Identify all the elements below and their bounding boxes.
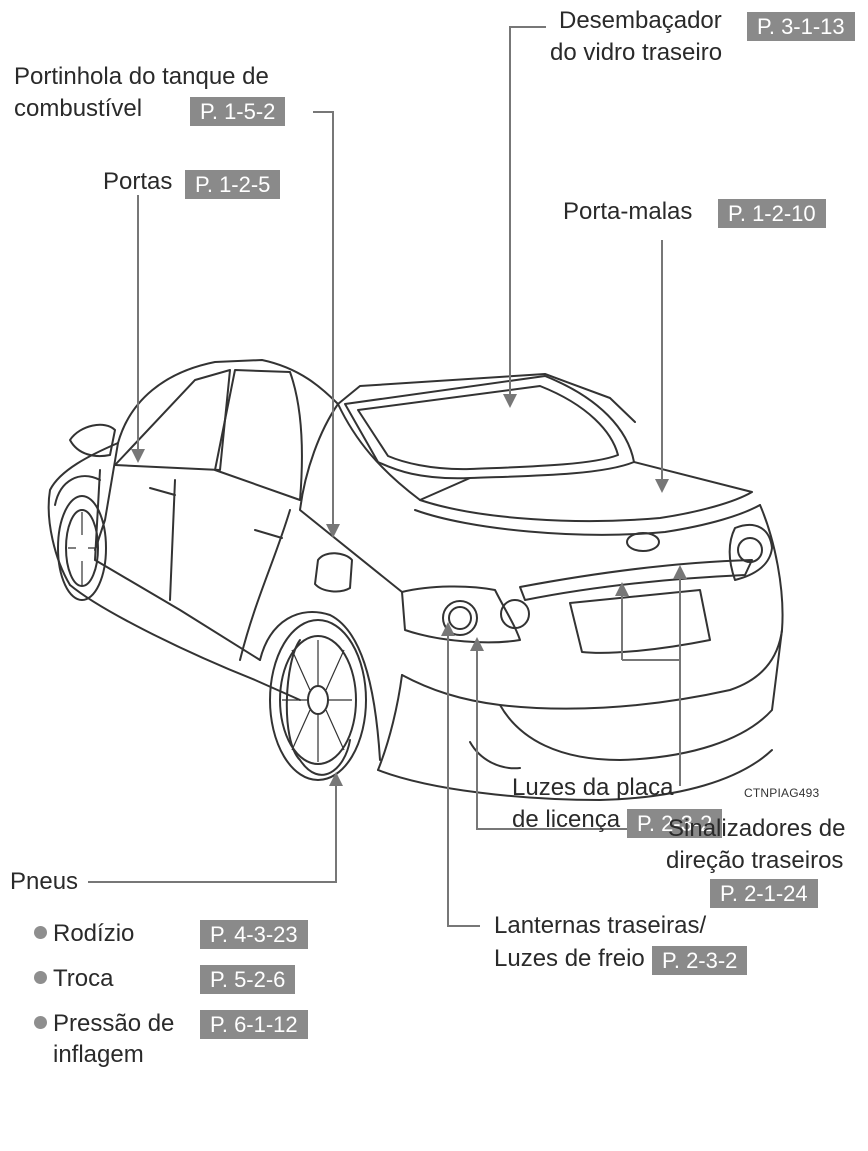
bullet-icon xyxy=(34,926,47,940)
tires-rotation-ref[interactable]: P. 4-3-23 xyxy=(200,920,308,949)
tires-change-ref[interactable]: P. 5-2-6 xyxy=(200,965,296,994)
rear-defogger-label-1: Desembaçador xyxy=(559,7,722,34)
tail-lights-label-1: Lanternas traseiras/ xyxy=(494,912,707,939)
license-lights-label-1: Luzes da placa xyxy=(512,774,674,801)
car-body xyxy=(47,359,784,801)
tires-item-pressure-line2: inflagem xyxy=(53,1041,144,1068)
bullet-icon xyxy=(34,971,47,985)
tail-lights-label-2: Luzes de freio xyxy=(494,945,645,972)
doors-ref[interactable]: P. 1-2-5 xyxy=(185,170,281,199)
tires-pressure-ref[interactable]: P. 6-1-12 xyxy=(200,1010,308,1039)
license-lights-label-2: de licença xyxy=(512,806,621,833)
turn-signals-ref[interactable]: P. 2-1-24 xyxy=(710,879,818,908)
license-lights-ref[interactable]: P. 2-3-2 xyxy=(627,809,723,838)
tires-item-label: Rodízio xyxy=(53,920,135,947)
arrowheads xyxy=(131,394,687,786)
fuel-door-ref[interactable]: P. 1-5-2 xyxy=(190,97,286,126)
fuel-door-label-1: Portinhola do tanque de xyxy=(14,63,269,90)
fuel-door-label-2: combustível xyxy=(14,95,143,122)
figure-code: CTNPIAG493 xyxy=(744,786,820,800)
doors-label: Portas xyxy=(103,168,173,195)
tires-item-label: Pressão de xyxy=(53,1010,175,1037)
tires-item-rotation: Rodízio xyxy=(34,919,134,949)
tires-label: Pneus xyxy=(10,868,79,895)
leader-lines xyxy=(88,26,681,927)
wheel-spokes xyxy=(68,512,352,762)
trunk-ref[interactable]: P. 1-2-10 xyxy=(718,199,826,228)
trunk-label: Porta-malas xyxy=(563,198,693,225)
turn-signals-label-1: Sinalizadores de xyxy=(668,815,846,842)
tires-item-pressure: Pressão de xyxy=(34,1009,174,1039)
tires-item-change: Troca xyxy=(34,964,113,994)
rear-defogger-label-2: do vidro traseiro xyxy=(550,39,723,66)
tail-lights-ref[interactable]: P. 2-3-2 xyxy=(652,946,748,975)
tires-item-label: Troca xyxy=(53,965,114,992)
bullet-icon xyxy=(34,1016,47,1030)
rear-defogger-ref[interactable]: P. 3-1-13 xyxy=(747,12,855,41)
turn-signals-label-2: direção traseiros xyxy=(666,847,844,874)
